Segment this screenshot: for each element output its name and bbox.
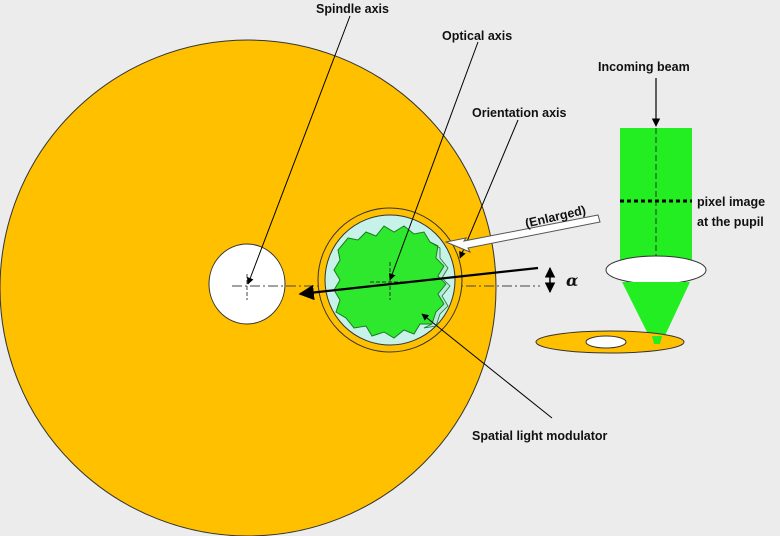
spindle-axis-label: Spindle axis [316, 2, 389, 16]
modulator-shadow-steps [423, 241, 451, 329]
optical-leader [388, 41, 479, 281]
orientation-leader [459, 119, 519, 259]
beam-focus-spot [652, 336, 662, 344]
incoming-beam-label: Incoming beam [598, 60, 690, 74]
focusing-cone [622, 282, 690, 342]
slm-label: Spatial light modulator [472, 429, 608, 443]
alpha-label: α [566, 271, 578, 290]
lens [605, 255, 707, 285]
orientation-axis-label: Orientation axis [472, 106, 567, 120]
pixel-image-label-line1: pixel image [697, 195, 765, 209]
enlarged-arrow [444, 214, 601, 253]
spindle-leader [246, 15, 351, 285]
slm-leader [421, 313, 553, 419]
orientation-axis-arrow [298, 266, 539, 301]
small-disc-hole [585, 335, 627, 349]
pixel-image-label-line2: at the pupil [697, 215, 764, 229]
optical-axis-label: Optical axis [442, 29, 512, 43]
